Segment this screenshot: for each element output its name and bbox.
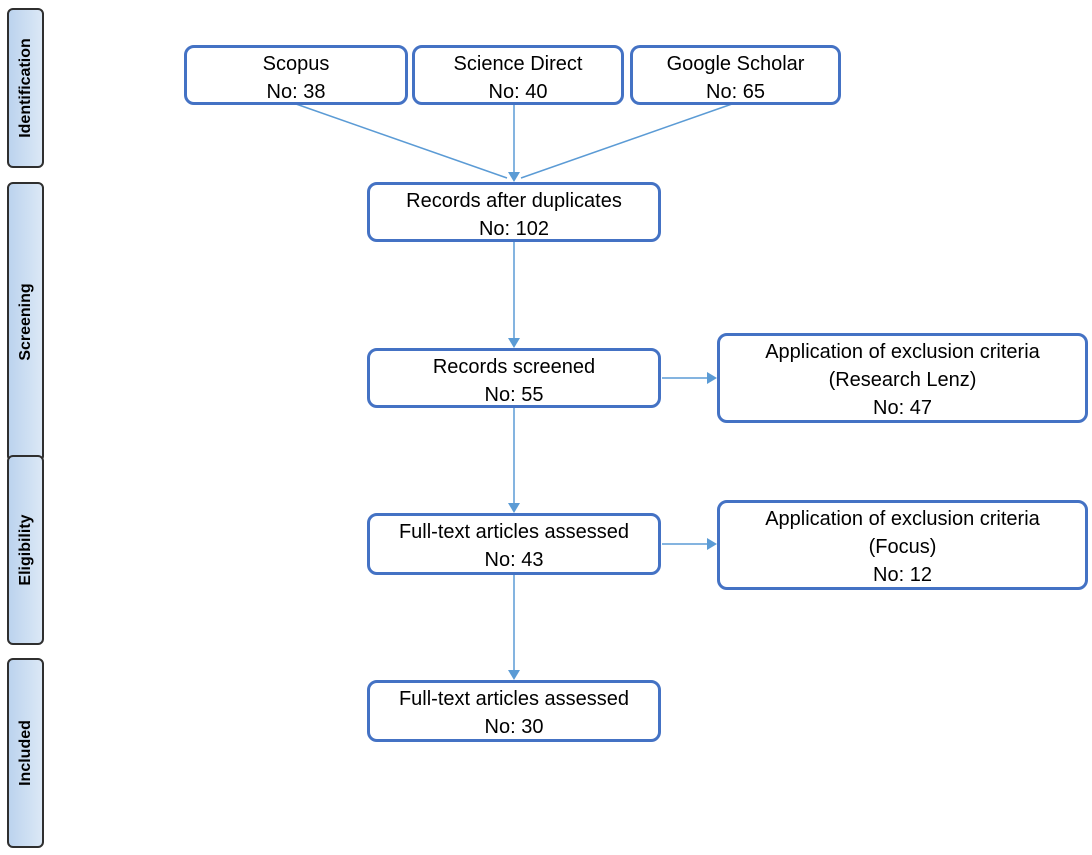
stage-identification: Identification — [7, 8, 44, 168]
included-articles-count: No: 30 — [484, 716, 544, 738]
exclusion-focus-count: No: 12 — [873, 564, 932, 586]
source-science-direct-name: Science Direct — [453, 53, 583, 75]
source-scopus-box: Scopus No: 38 — [184, 45, 408, 105]
exclusion-research-lenz-count: No: 47 — [873, 397, 932, 419]
records-after-duplicates-label: Records after duplicates — [406, 190, 622, 212]
arrowhead-exclusion-lenz — [707, 372, 717, 384]
records-screened-count: No: 55 — [484, 384, 544, 406]
arrowhead-exclusion-focus — [707, 538, 717, 550]
exclusion-research-lenz-line2: (Research Lenz) — [828, 369, 977, 391]
arrowhead-included — [508, 670, 520, 680]
source-scopus-count: No: 38 — [266, 81, 326, 103]
stage-screening-label: Screening — [16, 283, 34, 361]
records-screened-box: Records screened No: 55 — [367, 348, 661, 408]
records-after-duplicates-count: No: 102 — [478, 218, 550, 240]
stage-eligibility-label: Eligibility — [16, 514, 34, 586]
fulltext-assessed-label: Full-text articles assessed — [398, 521, 630, 543]
source-google-scholar-box: Google Scholar No: 65 — [630, 45, 841, 105]
exclusion-research-lenz-box: Application of exclusion criteria (Resea… — [717, 333, 1088, 423]
exclusion-research-lenz-line1: Application of exclusion criteria — [765, 341, 1040, 363]
stage-identification-label: Identification — [16, 38, 34, 138]
included-articles-label: Full-text articles assessed — [398, 688, 630, 710]
records-after-duplicates-box: Records after duplicates No: 102 — [367, 182, 661, 242]
source-scopus-name: Scopus — [262, 53, 330, 75]
stage-eligibility: Eligibility — [7, 455, 44, 645]
arrowhead-fulltext — [508, 503, 520, 513]
records-screened-label: Records screened — [432, 356, 596, 378]
arrow-googlescholar-to-records — [520, 103, 733, 179]
arrowhead-screened — [508, 338, 520, 348]
included-articles-box: Full-text articles assessed No: 30 — [367, 680, 661, 742]
source-science-direct-count: No: 40 — [488, 81, 548, 103]
source-google-scholar-count: No: 65 — [706, 81, 765, 103]
source-science-direct-box: Science Direct No: 40 — [412, 45, 624, 105]
source-google-scholar-name: Google Scholar — [666, 53, 805, 75]
arrowhead-records — [508, 172, 520, 182]
fulltext-assessed-count: No: 43 — [484, 549, 544, 571]
stage-included: Included — [7, 658, 44, 848]
exclusion-focus-box: Application of exclusion criteria (Focus… — [717, 500, 1088, 590]
exclusion-focus-line1: Application of exclusion criteria — [765, 508, 1040, 530]
exclusion-focus-line2: (Focus) — [868, 536, 937, 558]
arrow-scopus-to-records — [295, 103, 508, 179]
fulltext-assessed-box: Full-text articles assessed No: 43 — [367, 513, 661, 575]
stage-included-label: Included — [16, 720, 34, 786]
stage-screening: Screening — [7, 182, 44, 462]
